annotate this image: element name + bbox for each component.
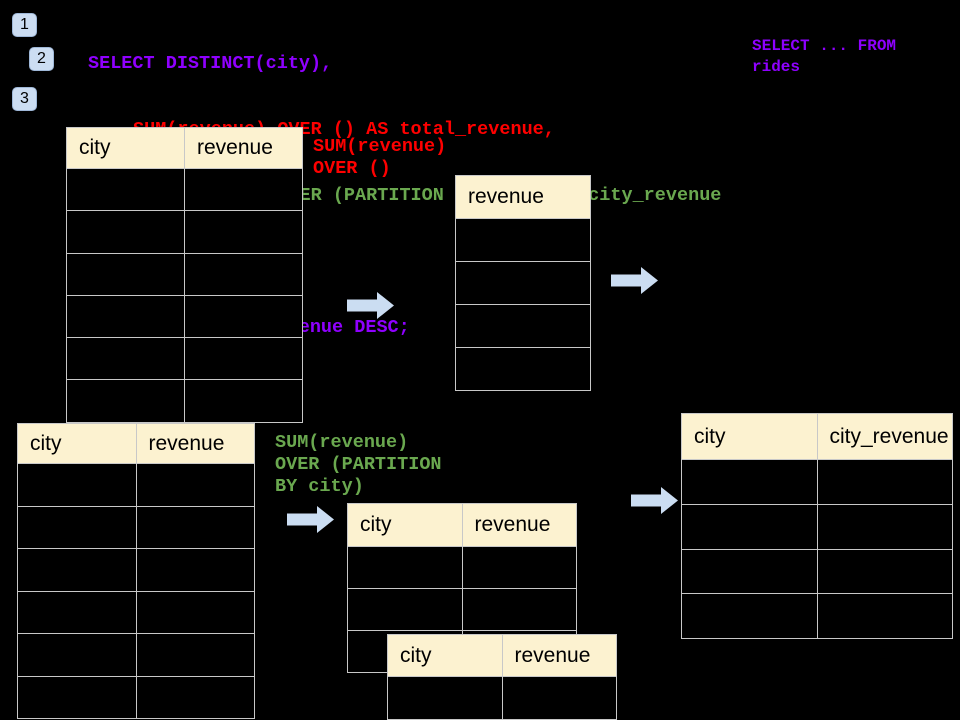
table-cell-empty [67,169,185,211]
table-cell-empty [682,460,818,504]
column-header-city: city [388,635,503,676]
table-row [456,218,590,261]
table-cell-empty [137,677,255,719]
arrow-right-icon [347,292,394,319]
table-row [456,304,590,347]
table-cell-empty [67,253,185,295]
table-partition-step2: city revenue [387,634,617,720]
table-cell-empty [818,460,953,504]
table-source-top: city revenue [66,127,303,423]
column-header-revenue: revenue [197,136,273,159]
table-row [67,168,302,211]
table-row [456,261,590,304]
table-header-row: city revenue [348,504,576,546]
column-header-city: city [682,414,818,459]
arrow-right-icon [287,506,334,533]
table-cell-empty [818,505,953,549]
table-row [388,676,616,719]
table-row [18,505,255,549]
table-header-row: city city_revenue [682,414,952,459]
column-header-revenue: revenue [148,431,225,455]
table-cell-empty [463,547,577,588]
table-cell-empty [818,594,953,638]
table-cell-empty [682,594,818,639]
table-row [18,675,255,719]
table-cell-empty [137,507,255,549]
table-row [18,633,254,676]
table-source-bottom: city revenue [17,423,255,719]
table-row [67,294,302,338]
table-cell-empty [456,219,590,261]
table-row [67,252,302,295]
step-badge-2: 2 [29,47,54,71]
table-cell-empty [456,305,590,347]
table-cell-empty [185,296,302,337]
table-cell-empty [185,211,302,252]
table-cell-empty [682,504,818,549]
step-badge-1: 1 [12,13,37,37]
table-cell-empty [682,549,818,594]
table-cell-empty [137,592,255,634]
table-cell-empty [18,549,137,591]
table-row [67,210,302,253]
table-cell-empty [348,589,463,630]
table-cell-empty [18,591,137,633]
table-cell-empty [185,380,302,421]
step-badge-3: 3 [12,87,37,111]
table-total-revenue: revenue [455,175,591,391]
sql-line-select: SELECT DISTINCT(city), [88,53,333,74]
table-row [18,463,254,506]
table-row [18,548,254,591]
table-cell-empty [185,338,302,379]
table-cell-empty [185,254,302,295]
table-header-row: city revenue [388,635,616,676]
table-header-row: city revenue [67,128,302,168]
column-header-city: city [18,424,137,463]
column-header-revenue: revenue [514,643,591,667]
table-cell-empty [388,677,503,719]
table-cell-empty [185,169,302,210]
table-row [348,588,576,630]
column-header-city: city [67,128,185,168]
table-cell-empty [67,295,185,338]
table-cell-empty [137,634,255,676]
table-cell-empty [456,348,590,390]
table-header-row: city revenue [18,424,254,463]
table-cell-empty [503,677,617,719]
table-cell-empty [18,464,137,506]
table-row [18,590,255,634]
table-cell-empty [463,589,577,630]
annotation-sum-partition: SUM(revenue) OVER (PARTITION BY city) [275,432,442,497]
table-cell-empty [137,549,255,591]
table-cell-empty [818,550,953,594]
column-header-city: city [348,504,463,546]
table-cell-empty [348,547,463,588]
table-header-row: revenue [456,176,590,218]
table-row [682,548,953,594]
table-cell-empty [456,262,590,304]
table-cell-empty [67,338,185,380]
table-cell-empty [67,380,185,422]
table-row [348,546,576,588]
column-header-revenue: revenue [468,185,544,208]
table-row [682,593,953,639]
table-cell-empty [67,211,185,253]
arrow-right-icon [611,267,658,294]
table-row [67,379,302,422]
table-cell-empty [18,506,137,548]
table-row [682,459,952,504]
arrow-right-icon [631,487,678,514]
table-city-revenue-result: city city_revenue [681,413,953,640]
table-cell-empty [18,634,137,676]
table-row [456,347,590,390]
column-header-revenue: revenue [474,513,551,536]
table-row [67,337,302,380]
column-header-city_revenue: city_revenue [829,424,949,448]
table-row [682,503,953,549]
select-from-note: SELECT ... FROM rides [752,37,897,76]
annotation-sum-over-all: SUM(revenue) OVER () [313,136,447,179]
table-cell-empty [137,464,255,506]
table-cell-empty [18,676,137,718]
